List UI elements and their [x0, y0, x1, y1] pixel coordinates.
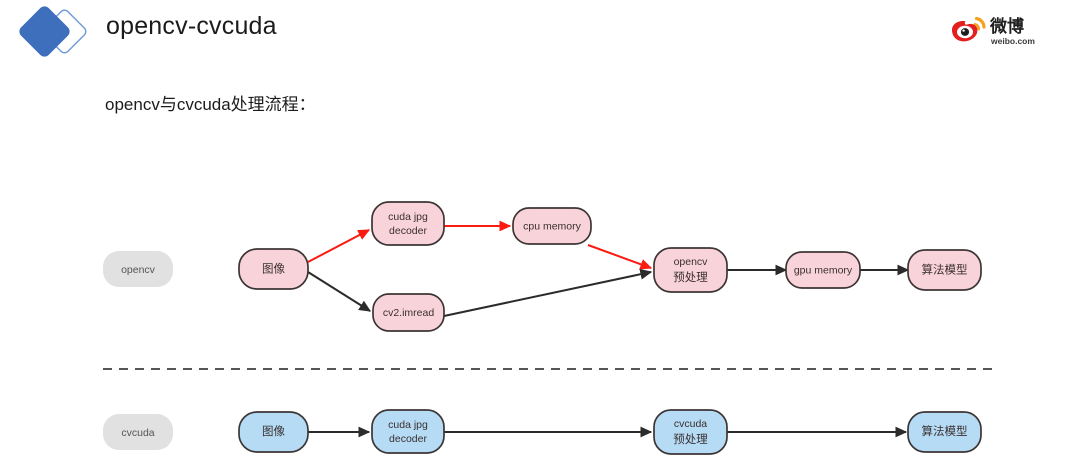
opencv-row-edges [307, 220, 910, 317]
edge-cpu-memory-to-opencv-pre [587, 244, 653, 270]
node-cuda-jpg-label-1: cuda jpg [388, 211, 428, 223]
node-cuda-jpg2-label-1: cuda jpg [388, 419, 428, 431]
node-image-cvcuda[interactable]: 图像 [238, 411, 309, 453]
node-cuda-jpg-decoder[interactable]: cuda jpg decoder [371, 201, 445, 246]
edge-image-to-cv2-imread [307, 271, 372, 312]
group-label-cvcuda: cvcuda [121, 427, 154, 439]
node-cpu-memory-label: cpu memory [523, 220, 582, 232]
flow-diagram: opencv 图像 cuda jpg decoder cv2.imread cp… [0, 150, 1080, 466]
section-subtitle: opencv与cvcuda处理流程： [105, 95, 316, 114]
node-model-cvcuda[interactable]: 算法模型 [907, 411, 982, 453]
node-opencv-pre-label-1: opencv [674, 256, 709, 268]
node-image2-label: 图像 [262, 425, 285, 438]
node-cuda-jpg-label-2: decoder [389, 225, 427, 237]
node-cpu-memory[interactable]: cpu memory [512, 207, 592, 245]
node-cvcuda-preprocess[interactable]: cvcuda 预处理 [653, 409, 728, 455]
weibo-domain-text: weibo.com [990, 36, 1035, 46]
node-cvcuda-pre-label-2: 预处理 [673, 433, 708, 446]
node-cuda-jpg2-label-2: decoder [389, 433, 427, 445]
node-model-opencv[interactable]: 算法模型 [907, 249, 982, 291]
edge-image-to-cuda-jpg [307, 229, 371, 263]
group-label-opencv: opencv [121, 264, 156, 276]
node-opencv-pre-label-2: 预处理 [673, 271, 708, 284]
slide-header: opencv-cvcuda 微博 weibo.com [0, 0, 1080, 62]
node-cv2-imread[interactable]: cv2.imread [372, 293, 445, 332]
node-gpu-memory[interactable]: gpu memory [785, 251, 861, 289]
node-cv2-imread-label: cv2.imread [383, 307, 435, 319]
node-image[interactable]: 图像 [238, 248, 309, 290]
node-image-label: 图像 [262, 263, 285, 276]
node-cuda-jpg-decoder-cvcuda[interactable]: cuda jpg decoder [371, 409, 445, 454]
group-chip-cvcuda: cvcuda [103, 414, 173, 450]
weibo-name-text: 微博 [989, 16, 1024, 36]
node-cvcuda-pre-label-1: cvcuda [674, 418, 707, 430]
page-title: opencv-cvcuda [106, 12, 277, 40]
group-chip-opencv: opencv [103, 251, 173, 287]
node-model-label: 算法模型 [922, 263, 968, 277]
edge-cv2-imread-to-opencv-pre [443, 268, 653, 317]
node-opencv-preprocess[interactable]: opencv 预处理 [653, 247, 728, 293]
weibo-logo: 微博 weibo.com [948, 14, 1066, 48]
node-model2-label: 算法模型 [922, 424, 968, 438]
node-gpu-memory-label: gpu memory [794, 264, 853, 276]
diamond-logo-icon [18, 6, 90, 58]
